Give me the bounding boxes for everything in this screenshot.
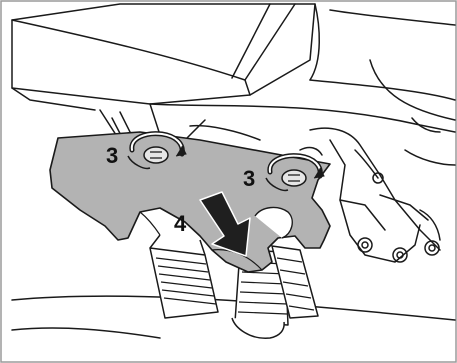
- callout-remove-cover: 4: [174, 211, 187, 236]
- nut-left: [143, 146, 169, 164]
- accelerator-pedal: [271, 245, 319, 319]
- rotate-arrow-icon: [265, 153, 325, 192]
- direction-arrow-icon: [199, 191, 251, 257]
- dashboard-panel: [11, 3, 456, 133]
- rotate-arrow-icon: [127, 131, 187, 170]
- callout-nut-left: 3: [106, 143, 118, 168]
- floor-line-lower: [11, 327, 161, 339]
- pedal-bracket-right: [299, 127, 456, 263]
- clutch-pedal: [149, 234, 219, 319]
- nut-right: [281, 169, 307, 187]
- lower-dash-cover: [49, 131, 331, 273]
- callout-nut-right: 3: [243, 166, 255, 191]
- floor-line: [11, 295, 456, 321]
